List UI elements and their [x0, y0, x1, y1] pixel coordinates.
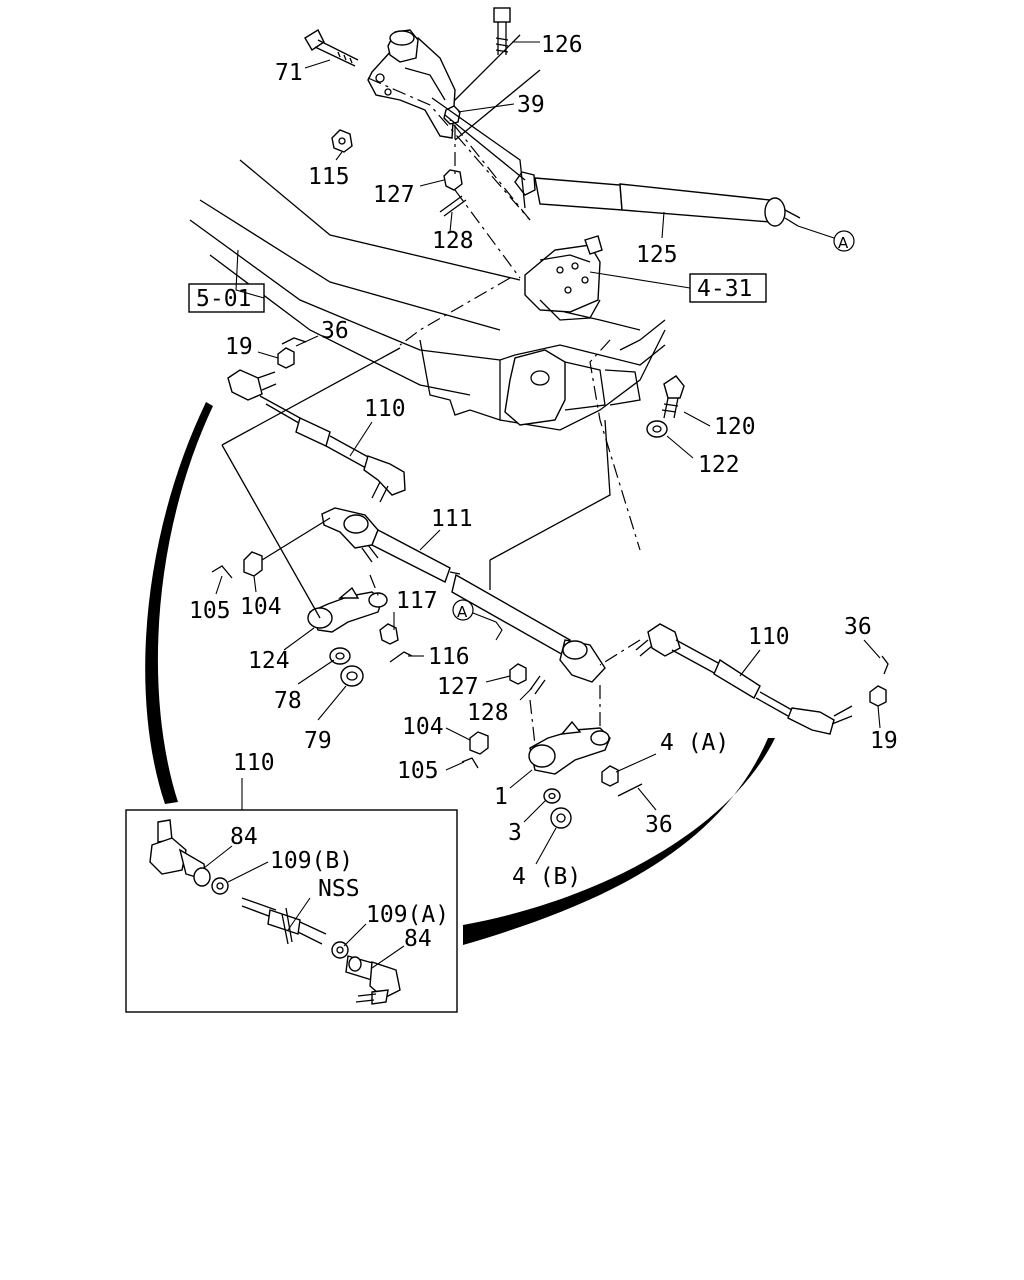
callout-71[interactable]: 71 — [275, 60, 303, 86]
callout-84-lower[interactable]: 84 — [404, 926, 432, 952]
callout-124[interactable]: 124 — [248, 648, 290, 674]
nut-115 — [331, 129, 353, 153]
cotter-116 — [389, 651, 413, 663]
bushing-79 — [340, 665, 364, 687]
callout-105-left[interactable]: 105 — [189, 598, 231, 624]
callout-4A[interactable]: 4 (A) — [660, 730, 729, 756]
drag-link-111 — [321, 507, 606, 683]
callout-104-left[interactable]: 104 — [240, 594, 282, 620]
callout-36-right[interactable]: 36 — [844, 614, 872, 640]
callout-127-top[interactable]: 127 — [373, 182, 415, 208]
callout-1[interactable]: 1 — [494, 784, 508, 810]
washer-3 — [543, 788, 561, 804]
tie-rod-110-right — [635, 623, 853, 735]
damper-125 — [431, 97, 801, 227]
cotter-36-right — [881, 655, 889, 675]
marker-A-damper: A — [797, 225, 855, 252]
ref-box-4-31[interactable]: 4-31 — [689, 273, 767, 303]
callout-36-lower[interactable]: 36 — [645, 812, 673, 838]
callout-104-right[interactable]: 104 — [402, 714, 444, 740]
callout-109A[interactable]: 109(A) — [366, 902, 449, 928]
bolt-126 — [493, 7, 511, 55]
callout-109B[interactable]: 109(B) — [270, 848, 353, 874]
cotter-36-lower — [617, 783, 643, 797]
steering-gear-box — [524, 235, 603, 321]
nut-127-lower — [509, 663, 527, 685]
bolt-120 — [661, 375, 685, 419]
nut-127-top — [443, 169, 463, 191]
callout-116[interactable]: 116 — [428, 644, 470, 670]
tie-rod-110-upper — [227, 369, 406, 503]
callout-110-detail[interactable]: 110 — [233, 750, 275, 776]
callout-4B[interactable]: 4 (B) — [512, 864, 581, 890]
callout-120[interactable]: 120 — [714, 414, 756, 440]
marker-A-draglink: A — [452, 599, 503, 641]
callout-84-upper[interactable]: 84 — [230, 824, 258, 850]
cotter-105-right — [461, 757, 479, 769]
cotter-128-lower — [529, 675, 546, 695]
frame-outline — [189, 34, 666, 431]
bushing-4B — [550, 807, 572, 829]
nut-19-left — [277, 347, 295, 369]
cotter-105-left — [211, 565, 233, 579]
arc-arrow-left — [145, 402, 213, 804]
assembly-lines — [221, 347, 611, 619]
nut-117 — [379, 623, 399, 645]
callout-105-right[interactable]: 105 — [397, 758, 439, 784]
leader-4-31 — [589, 271, 691, 289]
nut-122 — [646, 420, 668, 438]
callout-128-lower[interactable]: 128 — [467, 700, 509, 726]
nut-39 — [443, 105, 461, 125]
callout-3[interactable]: 3 — [508, 820, 522, 846]
callout-128-top[interactable]: 128 — [432, 228, 474, 254]
callout-117[interactable]: 117 — [396, 588, 438, 614]
bolt-71 — [304, 29, 359, 67]
ref-label-5-01: 5-01 — [196, 286, 251, 312]
callout-79[interactable]: 79 — [304, 728, 332, 754]
callout-115[interactable]: 115 — [308, 164, 350, 190]
callout-39[interactable]: 39 — [517, 92, 545, 118]
callout-labels: 126 71 39 115 127 128 125 19 36 110 120 … — [189, 32, 898, 952]
callout-NSS[interactable]: NSS — [318, 876, 360, 902]
marker-A-text-2: A — [457, 603, 468, 621]
callout-110-upper[interactable]: 110 — [364, 396, 406, 422]
callout-19-left[interactable]: 19 — [225, 334, 253, 360]
detail-box — [125, 809, 458, 1013]
callout-78[interactable]: 78 — [274, 688, 302, 714]
callout-122[interactable]: 122 — [698, 452, 740, 478]
nut-4A — [601, 765, 619, 787]
nut-19-right — [869, 685, 887, 707]
idler-arm-1 — [528, 720, 611, 775]
ref-label-4-31: 4-31 — [697, 276, 752, 302]
leader-lines — [203, 41, 881, 969]
marker-A-text-1: A — [838, 234, 849, 252]
nut-104-right — [469, 731, 489, 755]
arc-arrow-right — [463, 738, 775, 945]
callout-19-right[interactable]: 19 — [870, 728, 898, 754]
cotter-128-top — [439, 195, 467, 217]
washer-78 — [329, 647, 351, 665]
centerlines — [367, 77, 641, 746]
cotter-36-left — [281, 337, 307, 345]
callout-126[interactable]: 126 — [541, 32, 583, 58]
ref-box-5-01[interactable]: 5-01 — [188, 283, 265, 313]
callout-127-lower[interactable]: 127 — [437, 674, 479, 700]
callout-36-left[interactable]: 36 — [321, 318, 349, 344]
nut-104-left — [243, 551, 263, 577]
idler-arm-124 — [307, 586, 388, 633]
callout-111[interactable]: 111 — [431, 506, 473, 532]
callout-125[interactable]: 125 — [636, 242, 678, 268]
upper-bracket — [367, 29, 456, 139]
leader-5-01 — [235, 249, 265, 299]
callout-110-right[interactable]: 110 — [748, 624, 790, 650]
